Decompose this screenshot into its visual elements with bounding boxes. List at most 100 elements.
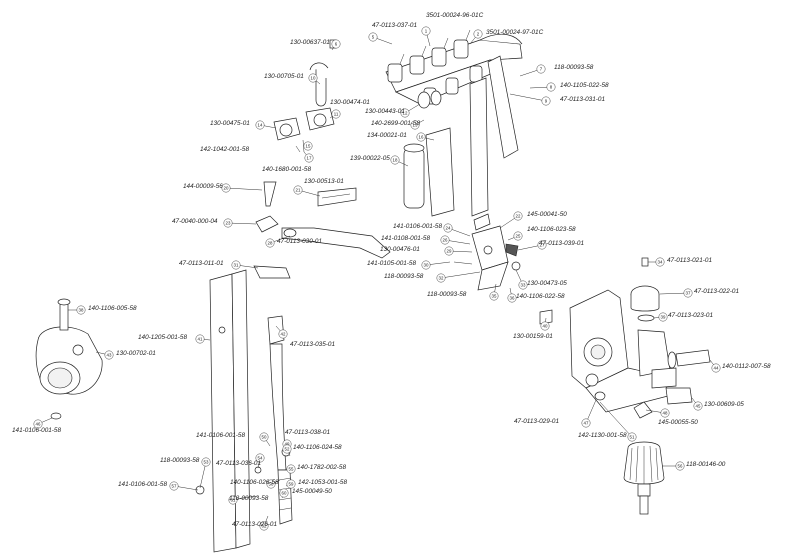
- callout-number: 12: [403, 111, 408, 116]
- part-number-label: 47-0113-035-01: [290, 341, 335, 348]
- callout-bubble: [400, 108, 410, 118]
- leader-line: [599, 401, 633, 438]
- part-number-label: 130-00475-01: [210, 120, 250, 127]
- part-number-label: 118-00093-58: [427, 291, 467, 298]
- part-number-label: 118-00093-58: [160, 457, 200, 464]
- part-number-label: 140-1105-022-58: [560, 82, 609, 89]
- leader-line: [440, 271, 481, 279]
- callout-bubble: [513, 231, 523, 241]
- callout-bubble: [293, 185, 303, 195]
- callout-number: 62: [262, 524, 267, 529]
- callout-number: 46: [36, 422, 41, 427]
- callout-number: 28: [268, 241, 273, 246]
- callout: 547-0113-037-01: [368, 22, 417, 45]
- part-number-label: 142-1130-001-58: [578, 432, 627, 439]
- part-number-label: 130-00637-01: [290, 39, 330, 46]
- callout-number: 35: [492, 294, 497, 299]
- callout-bubble: [416, 132, 426, 142]
- part-number-label: 145-00041-50: [527, 211, 567, 218]
- callout-number: 18: [393, 158, 398, 163]
- callout-number: 7: [540, 67, 543, 72]
- callout-number: 16: [419, 135, 424, 140]
- callout-number: 57: [172, 484, 177, 489]
- callout-bubble: [231, 260, 241, 270]
- part-number-label: 145-00055-50: [658, 419, 698, 426]
- callout-bubble: [489, 291, 499, 301]
- callout-number: 26: [443, 238, 448, 243]
- callout-bubble: [660, 408, 670, 418]
- callout-number: 45: [696, 404, 701, 409]
- callout-bubble: [627, 432, 637, 442]
- callout-number: 27: [540, 243, 545, 248]
- part-number-label: 47-0113-029-01: [514, 418, 559, 425]
- callout-number: 20: [224, 186, 229, 191]
- callout-bubble: [473, 29, 483, 39]
- callout-bubble: [390, 155, 400, 165]
- part-number-label: 140-1782-002-58: [297, 464, 346, 471]
- part-number-label: 141-0106-001-58: [393, 223, 442, 230]
- callout-bubble: [221, 183, 231, 193]
- callout-number: 33: [521, 283, 526, 288]
- callout-bubble: [265, 238, 275, 248]
- callout-bubble: [536, 64, 546, 74]
- callout-number: 31: [234, 263, 239, 268]
- callout-bubble: [279, 488, 289, 498]
- callout-bubble: [255, 453, 265, 463]
- part-number-label: 142-1042-001-58: [200, 146, 249, 153]
- callout-number: 56: [678, 464, 683, 469]
- callout-bubble: [513, 211, 523, 221]
- part-number-label: 47-0113-011-01: [179, 260, 224, 267]
- callout-bubble: [104, 350, 114, 360]
- callout-number: 60: [282, 491, 287, 496]
- callout-bubble: [410, 120, 420, 130]
- part-number-label: 141-0106-001-58: [12, 427, 61, 434]
- callout-number: 39: [661, 315, 666, 320]
- part-number-label: 140-1106-024-58: [293, 444, 342, 451]
- part-number-label: 3501-00024-96-01C: [426, 12, 484, 19]
- callout-number: 47: [584, 421, 589, 426]
- part-number-label: 47-0113-030-01: [277, 238, 322, 245]
- part-number-label: 144-00009-56: [183, 183, 223, 190]
- callout-number: 11: [334, 112, 339, 117]
- part-number-label: 118-00093-58: [384, 273, 424, 280]
- callout-number: 44: [714, 366, 719, 371]
- part-number-label: 130-00443-01: [365, 108, 405, 115]
- part-number-label: 130-00609-05: [704, 401, 744, 408]
- callout-bubble: [675, 461, 685, 471]
- callout-bubble: [518, 280, 528, 290]
- callout-number: 49: [285, 442, 290, 447]
- callout-number: 34: [658, 260, 663, 265]
- callout-number: 13: [413, 123, 418, 128]
- callout-number: 21: [296, 188, 301, 193]
